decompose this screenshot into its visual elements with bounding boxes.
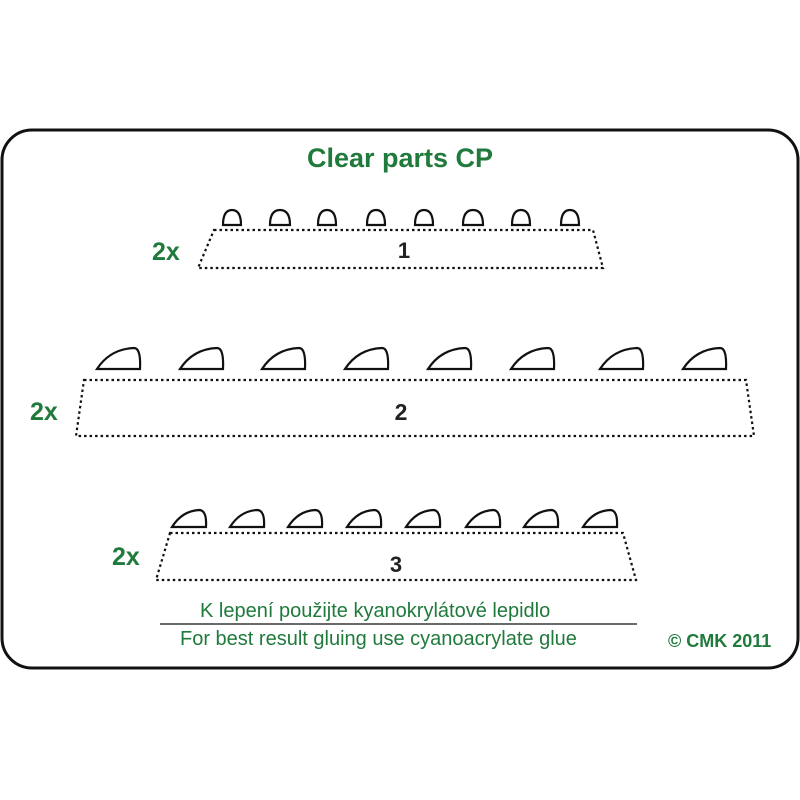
sprue-number-2: 2 bbox=[395, 399, 408, 425]
quantity-label-1: 2x bbox=[152, 238, 180, 266]
clear-part bbox=[461, 208, 485, 227]
clear-part bbox=[680, 346, 728, 371]
sprue-frame-1 bbox=[196, 228, 605, 270]
sprue-frame-3 bbox=[154, 531, 638, 582]
sprue-number-1: 1 bbox=[398, 238, 410, 263]
clear-part bbox=[177, 346, 225, 371]
clear-part bbox=[510, 208, 532, 227]
sprue-2: 2 bbox=[74, 346, 756, 438]
sprue-2-parts bbox=[94, 346, 728, 371]
clear-part bbox=[464, 508, 502, 529]
clear-part bbox=[286, 508, 324, 529]
sprue-3-parts bbox=[170, 508, 619, 529]
quantity-label-3: 2x bbox=[112, 543, 140, 571]
clear-part bbox=[342, 346, 390, 371]
sprue-3: 3 bbox=[154, 508, 638, 582]
clear-part bbox=[316, 208, 338, 227]
sprue-number-3: 3 bbox=[390, 552, 402, 577]
sprue-frame-2 bbox=[74, 378, 756, 438]
clear-part bbox=[522, 508, 560, 529]
clear-part bbox=[597, 346, 645, 371]
clear-part bbox=[425, 346, 473, 371]
sprue-1: 1 bbox=[196, 208, 605, 270]
sprue-1-parts bbox=[221, 208, 581, 227]
glue-note-czech: K lepení použijte kyanokrylátové lepidlo bbox=[200, 600, 551, 622]
clear-part bbox=[413, 208, 435, 227]
copyright-label: © CMK 2011 bbox=[668, 631, 772, 651]
clear-part bbox=[508, 346, 556, 371]
clear-part bbox=[94, 346, 142, 371]
quantity-label-2: 2x bbox=[30, 398, 58, 426]
clear-part bbox=[221, 208, 243, 227]
glue-note-english: For best result gluing use cyanoacrylate… bbox=[180, 628, 577, 650]
clear-part bbox=[170, 508, 208, 529]
clear-part bbox=[259, 346, 307, 371]
clear-part bbox=[228, 508, 266, 529]
clear-part bbox=[581, 508, 619, 529]
clear-part bbox=[365, 208, 387, 227]
page-title: Clear parts CP bbox=[306, 143, 494, 173]
clear-part bbox=[345, 508, 383, 529]
clear-part bbox=[404, 508, 442, 529]
clear-part bbox=[559, 208, 581, 227]
clear-part bbox=[268, 208, 292, 227]
